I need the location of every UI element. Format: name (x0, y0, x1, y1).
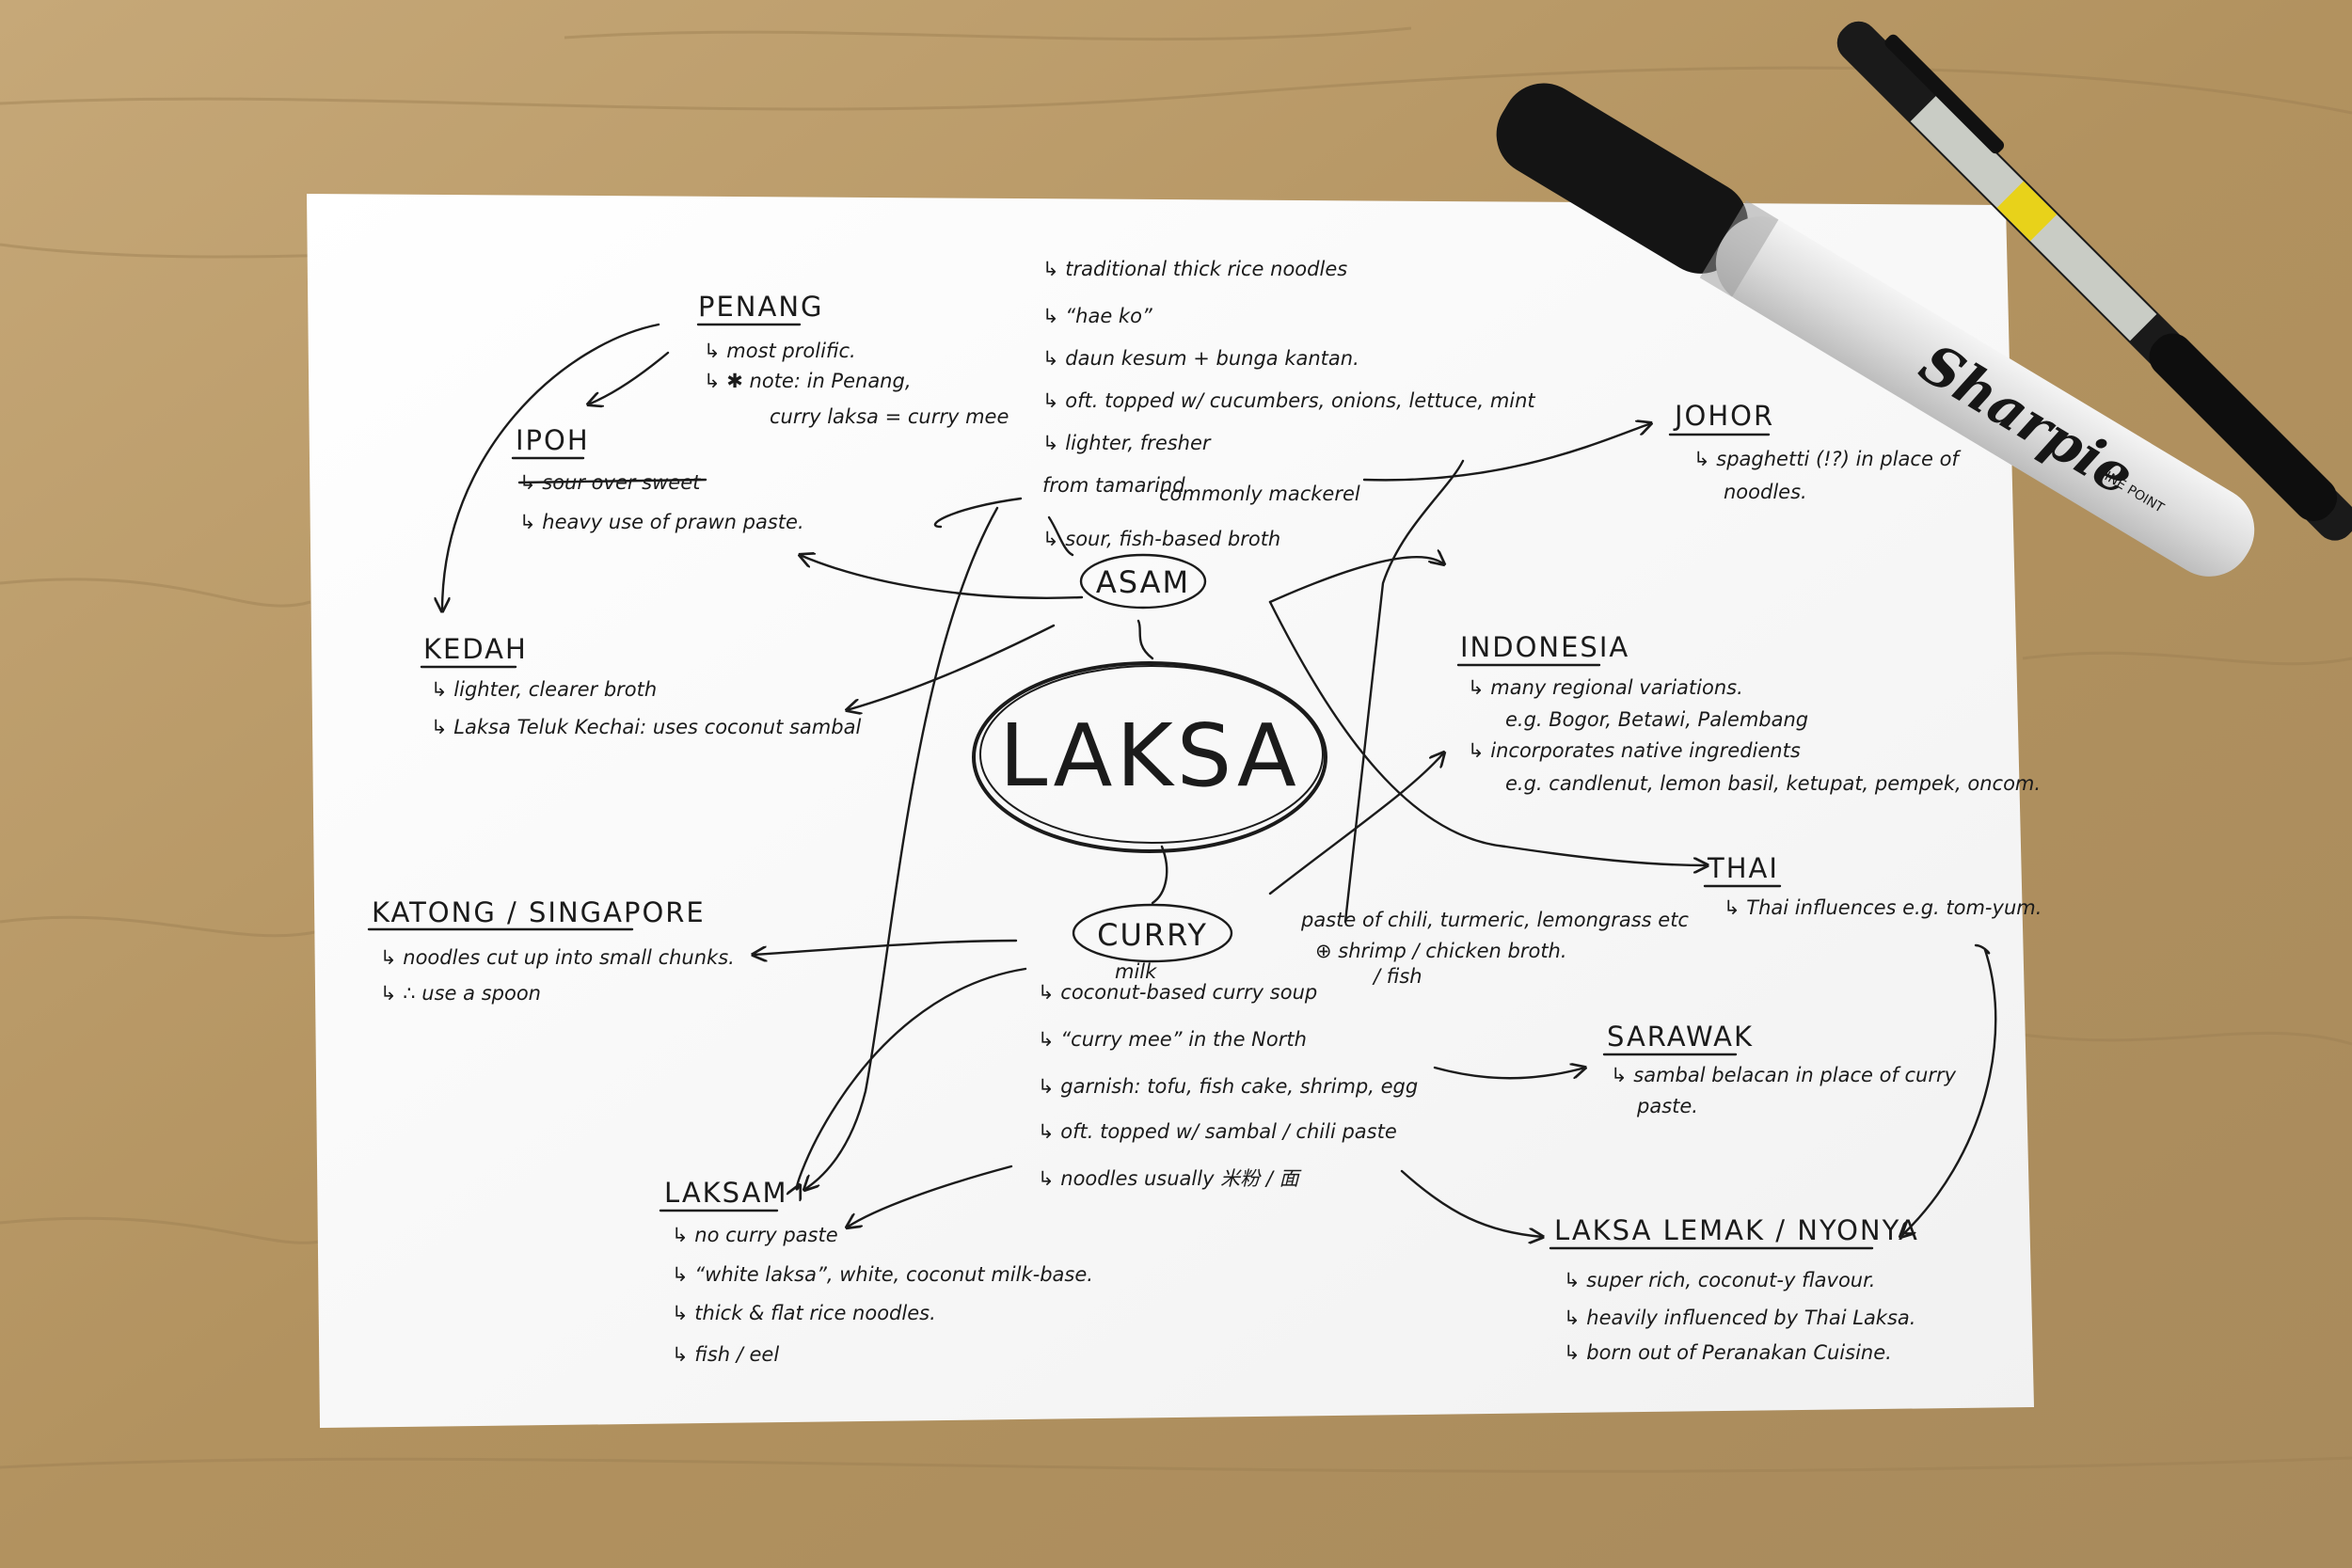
note: paste of chili, turmeric, lemongrass etc (1300, 909, 1689, 931)
variant-penang: PENANG ↳ most prolific. ↳ ✱ note: in Pen… (696, 291, 1009, 428)
note: ↳ coconut-based curry soup (1038, 981, 1317, 1004)
variant-title: KATONG / SINGAPORE (372, 896, 706, 928)
note: milk (1115, 960, 1157, 983)
variant-title: PENANG (698, 291, 824, 323)
curry-node: CURRY (1072, 903, 1233, 963)
variant-sarawak: SARAWAK ↳ sambal belacan in place of cur… (1602, 1021, 1957, 1117)
retractable-pen (1836, 21, 2352, 541)
note: ↳ “white laksa”, white, coconut milk-bas… (672, 1263, 1093, 1286)
variant-kedah: KEDAH ↳ lighter, clearer broth ↳ Laksa T… (420, 633, 861, 738)
note: noodles. (1724, 481, 1807, 503)
asam-notes: ↳ traditional thick rice noodles ↳ “hae … (1042, 258, 1535, 550)
note: ↳ Thai influences e.g. tom-yum. (1724, 896, 2042, 919)
note: ⊕ shrimp / chicken broth. (1315, 940, 1567, 962)
pen-yellow-band (1996, 181, 2058, 242)
variant-ipoh: IPOH ↳ sour over sweet ↳ heavy use of pr… (511, 424, 804, 533)
variant-title: THAI (1707, 852, 1779, 884)
asam-node: ASAM (1079, 553, 1207, 610)
note: ↳ ∴ use a spoon (380, 982, 541, 1005)
note: from tamarind (1042, 474, 1185, 497)
variant-title: LAKSA LEMAK / NYONYA (1554, 1214, 1919, 1246)
center-title: LAKSA (999, 705, 1300, 806)
note: ↳ heavily influenced by Thai Laksa. (1564, 1307, 1915, 1329)
note: ↳ traditional thick rice noodles (1042, 258, 1347, 280)
variant-title: SARAWAK (1607, 1021, 1754, 1053)
note: ↳ sambal belacan in place of curry (1611, 1064, 1957, 1086)
note: ↳ lighter, fresher (1042, 432, 1212, 454)
variant-indonesia: INDONESIA ↳ many regional variations. e.… (1456, 631, 2041, 795)
note: ↳ incorporates native ingredients (1468, 739, 1801, 762)
variant-katong: KATONG / SINGAPORE ↳ noodles cut up into… (367, 896, 735, 1005)
note: ↳ “hae ko” (1042, 305, 1153, 327)
note: ↳ many regional variations. (1468, 676, 1743, 699)
note: ↳ garnish: tofu, fish cake, shrimp, egg (1038, 1075, 1418, 1098)
paper-sheet (307, 194, 2034, 1428)
variant-lemak: LAKSA LEMAK / NYONYA ↳ super rich, cocon… (1549, 1214, 1919, 1364)
note: ↳ daun kesum + bunga kantan. (1042, 347, 1359, 370)
note: / fish (1372, 965, 1422, 988)
note: e.g. Bogor, Betawi, Palembang (1505, 708, 1808, 731)
asam-label: ASAM (1096, 564, 1190, 600)
note: ↳ Laksa Teluk Kechai: uses coconut samba… (431, 716, 861, 738)
variant-title: LAKSAM (664, 1177, 787, 1209)
variant-laksam: LAKSAM ↳ no curry paste ↳ “white laksa”,… (659, 1177, 1093, 1366)
note: ↳ oft. topped w/ cucumbers, onions, lett… (1042, 389, 1535, 412)
note: ↳ super rich, coconut-y flavour. (1564, 1269, 1875, 1291)
note: ↳ noodles usually 米粉 / 面 (1038, 1167, 1302, 1190)
variant-johor: JOHOR ↳ spaghetti (!?) in place of noodl… (1668, 400, 1962, 503)
curry-notes: milk ↳ coconut-based curry soup ↳ “curry… (1038, 909, 1689, 1190)
note: curry laksa = curry mee (770, 405, 1009, 428)
note: e.g. candlenut, lemon basil, ketupat, pe… (1505, 772, 2041, 795)
note: ↳ thick & flat rice noodles. (672, 1302, 936, 1324)
note: ↳ “curry mee” in the North (1038, 1028, 1307, 1051)
curry-label: CURRY (1097, 917, 1208, 953)
note: paste. (1636, 1095, 1698, 1117)
note: ↳ fish / eel (672, 1343, 779, 1366)
note: ↳ oft. topped w/ sambal / chili paste (1038, 1120, 1397, 1143)
variant-thai: THAI ↳ Thai influences e.g. tom-yum. (1703, 852, 2042, 919)
note: ↳ heavy use of prawn paste. (519, 511, 804, 533)
note: ↳ born out of Peranakan Cuisine. (1564, 1341, 1892, 1364)
variant-title: IPOH (516, 424, 590, 456)
note: ↳ no curry paste (672, 1224, 838, 1246)
variant-title: KEDAH (423, 633, 528, 665)
note: ↳ lighter, clearer broth (431, 678, 657, 701)
variant-title: INDONESIA (1460, 631, 1629, 663)
variant-title: JOHOR (1673, 400, 1774, 432)
note: ↳ sour, fish-based broth (1042, 528, 1280, 550)
center-node: LAKSA (972, 661, 1327, 853)
note: ↳ most prolific. (704, 340, 856, 362)
note: ↳ noodles cut up into small chunks. (380, 946, 735, 969)
note: ↳ spaghetti (!?) in place of (1693, 448, 1962, 470)
mindmap-connectors (442, 323, 1997, 1237)
note: commonly mackerel (1159, 483, 1360, 505)
note: ↳ ✱ note: in Penang, (704, 370, 912, 392)
